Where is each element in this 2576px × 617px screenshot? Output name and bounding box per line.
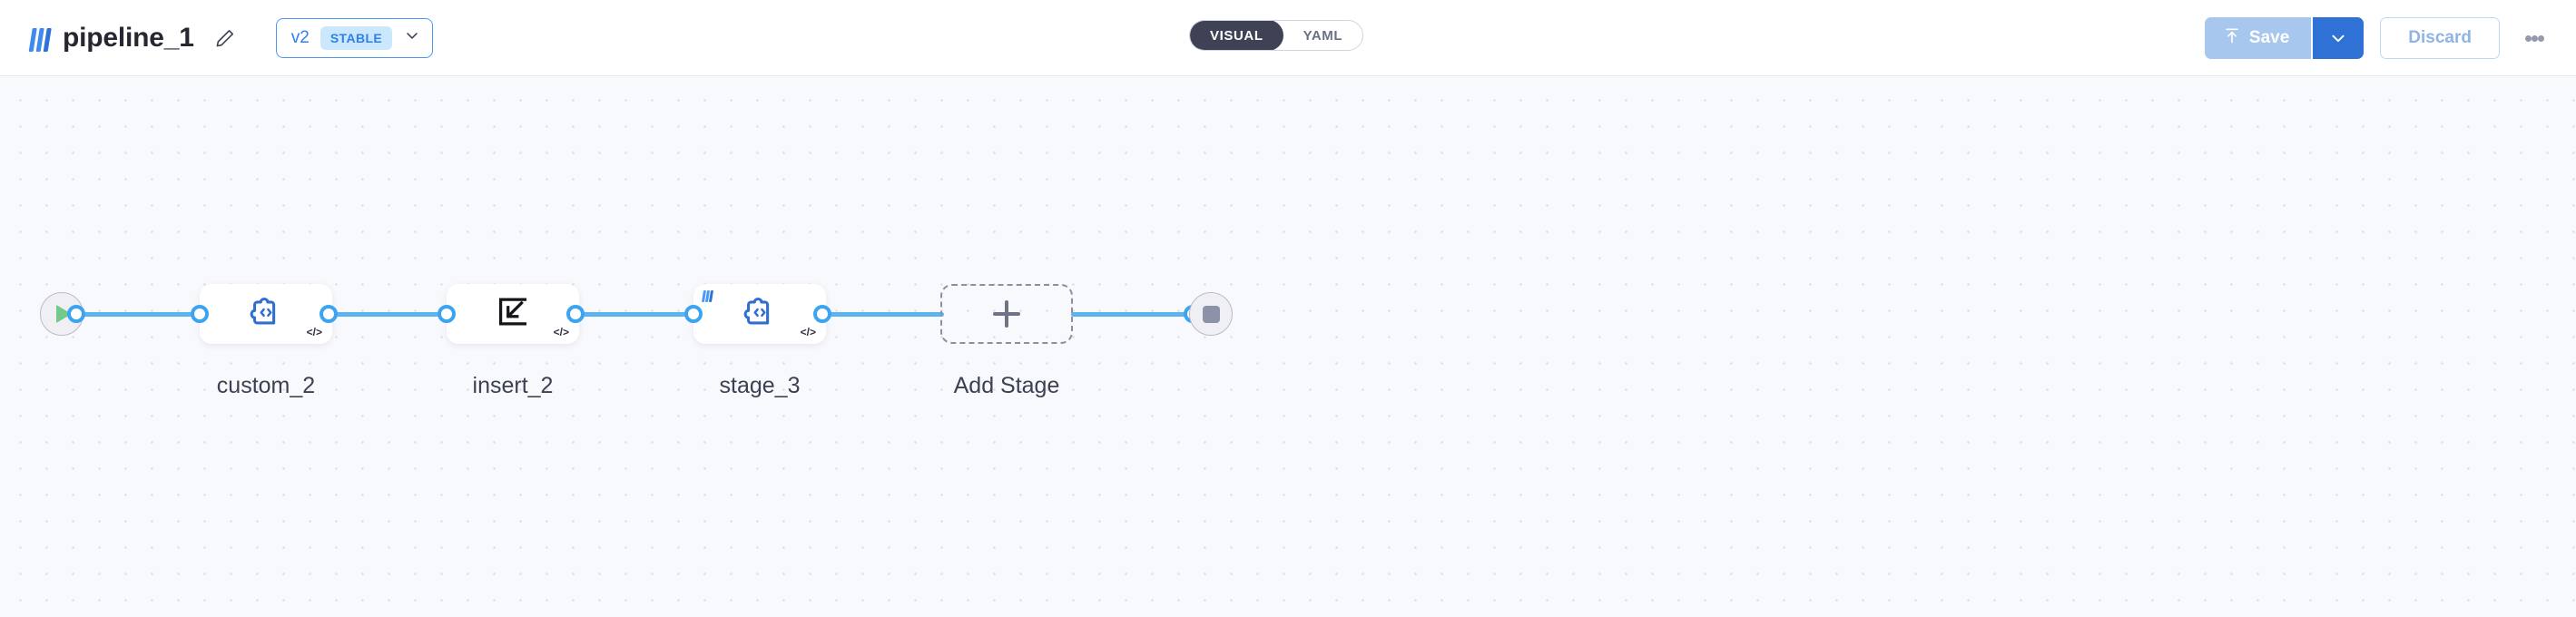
save-button[interactable]: Save bbox=[2204, 17, 2312, 59]
save-split-button: Save bbox=[2204, 17, 2365, 59]
page-title: pipeline_1 bbox=[63, 22, 194, 53]
stage-label-insert-2: insert_2 bbox=[472, 373, 554, 398]
port-custom2-output[interactable] bbox=[320, 305, 338, 323]
app-header: pipeline_1 v2 STABLE VISUAL YAML bbox=[0, 0, 2576, 76]
port-insert2-input[interactable] bbox=[438, 305, 456, 323]
save-dropdown-button[interactable] bbox=[2311, 17, 2365, 59]
end-node[interactable] bbox=[1189, 292, 1233, 336]
code-badge: </> bbox=[553, 326, 569, 338]
insert-arrow-square-icon bbox=[492, 291, 534, 338]
edge-insert2-to-stage3[interactable] bbox=[575, 312, 699, 317]
port-insert2-output[interactable] bbox=[566, 305, 585, 323]
edge-custom2-to-insert2[interactable] bbox=[329, 312, 450, 317]
version-selector[interactable]: v2 STABLE bbox=[275, 17, 434, 58]
edge-start-to-custom2[interactable] bbox=[76, 312, 203, 317]
code-badge: </> bbox=[306, 326, 322, 338]
stage-label-stage-3: stage_3 bbox=[719, 373, 801, 398]
tab-visual[interactable]: VISUAL bbox=[1190, 21, 1283, 50]
edge-addstage-to-end[interactable] bbox=[1071, 312, 1193, 317]
app-logo-icon bbox=[28, 24, 53, 52]
stop-square-icon bbox=[1202, 305, 1220, 323]
port-stage3-input[interactable] bbox=[684, 305, 703, 323]
port-start-output[interactable] bbox=[67, 305, 85, 323]
plus-icon bbox=[993, 300, 1020, 328]
stage-node-stage-3[interactable]: </> bbox=[693, 284, 826, 344]
chevron-down-icon bbox=[403, 26, 421, 49]
code-badge: </> bbox=[800, 326, 816, 338]
puzzle-code-icon bbox=[245, 291, 287, 338]
view-mode-toggle[interactable]: VISUAL YAML bbox=[1189, 20, 1364, 51]
pipeline-canvas[interactable]: </> custom_2 </> insert_2 </> bbox=[0, 76, 2576, 617]
upload-arrow-icon bbox=[2223, 26, 2241, 50]
edge-stage3-to-addstage[interactable] bbox=[822, 312, 944, 317]
puzzle-code-icon bbox=[739, 291, 781, 338]
stage-node-custom-2[interactable]: </> bbox=[200, 284, 332, 344]
status-badge: STABLE bbox=[320, 25, 393, 50]
stage-node-insert-2[interactable]: </> bbox=[447, 284, 579, 344]
port-custom2-input[interactable] bbox=[191, 305, 209, 323]
app-logo-icon bbox=[701, 290, 713, 302]
header-left-group: pipeline_1 v2 STABLE bbox=[0, 17, 434, 58]
tab-yaml[interactable]: YAML bbox=[1303, 27, 1343, 44]
kebab-menu-icon[interactable] bbox=[2516, 17, 2552, 59]
port-stage3-output[interactable] bbox=[813, 305, 831, 323]
header-actions: Save Discard bbox=[2204, 0, 2552, 76]
save-button-label: Save bbox=[2248, 28, 2290, 47]
version-label: v2 bbox=[290, 27, 310, 47]
stage-label-custom-2: custom_2 bbox=[216, 373, 316, 398]
add-stage-button[interactable] bbox=[940, 284, 1073, 344]
pencil-icon[interactable] bbox=[207, 20, 243, 56]
discard-button[interactable]: Discard bbox=[2380, 17, 2500, 59]
add-stage-label: Add Stage bbox=[953, 373, 1060, 398]
